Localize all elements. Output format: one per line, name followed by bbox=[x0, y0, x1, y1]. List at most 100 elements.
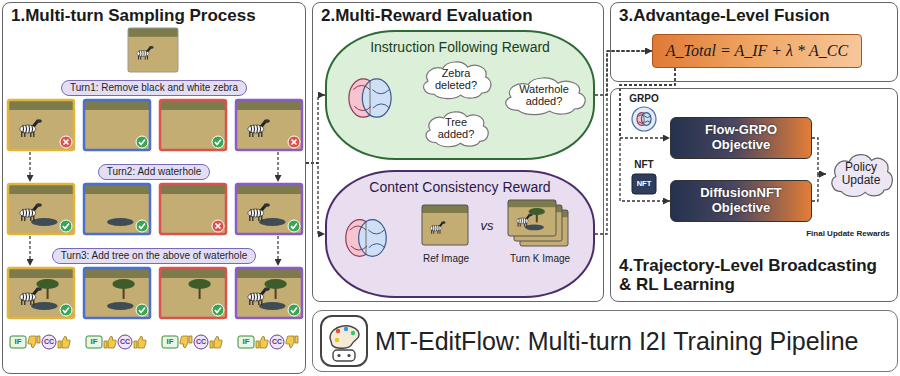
thumb-shape bbox=[210, 336, 222, 348]
objective-box: Flow-GRPO Objective bbox=[670, 117, 812, 159]
check-mark bbox=[139, 224, 145, 229]
check-badge bbox=[288, 304, 300, 316]
zebra bbox=[248, 287, 270, 305]
treeline-band bbox=[236, 184, 302, 194]
brain-lobe bbox=[641, 113, 651, 126]
waterhole bbox=[259, 218, 285, 226]
zebra-body bbox=[248, 125, 264, 133]
zebra bbox=[248, 203, 270, 221]
treeline-band bbox=[236, 100, 302, 110]
check-mark bbox=[291, 308, 297, 313]
image-frame bbox=[160, 268, 226, 318]
zebra-body bbox=[248, 209, 264, 217]
image-frame bbox=[84, 268, 150, 318]
dashed-connector bbox=[306, 95, 325, 163]
brain-split bbox=[366, 221, 367, 256]
zebra-head bbox=[441, 221, 445, 224]
treeline-band bbox=[8, 268, 74, 278]
zebra-stripe bbox=[253, 125, 255, 133]
cross-badge bbox=[60, 136, 72, 148]
treeline-band bbox=[84, 184, 150, 194]
zebra-head bbox=[264, 203, 270, 207]
cc-badge-text: CC bbox=[196, 338, 206, 346]
turn-instruction: Turn1: Remove black and white zebra bbox=[70, 82, 238, 94]
check-badge bbox=[212, 304, 224, 316]
update-cloud: Policy Update bbox=[826, 150, 896, 198]
panel-heading: 2.Multi-Reward Evaluation bbox=[321, 6, 595, 26]
zebra-stripe bbox=[523, 218, 525, 224]
paint-dot bbox=[351, 331, 355, 335]
panel: 1.Multi-turn Sampling ProcessTurn1: Remo… bbox=[2, 2, 306, 374]
check-badge bbox=[136, 220, 148, 232]
zebra-body bbox=[430, 225, 441, 231]
dashed-connector bbox=[620, 68, 675, 138]
objective-name: Flow-GRPO Objective bbox=[679, 123, 803, 153]
zebra-stripe bbox=[256, 125, 258, 133]
image-caption: Turn K Image bbox=[510, 253, 570, 264]
zebra-stripe bbox=[434, 225, 436, 231]
image-frame bbox=[160, 184, 226, 234]
brain-split bbox=[644, 113, 645, 125]
brain-icon bbox=[349, 79, 391, 117]
cloud-shape bbox=[426, 112, 488, 147]
treeline-band bbox=[236, 268, 302, 278]
image-frame bbox=[8, 268, 74, 318]
if-badge bbox=[162, 336, 178, 348]
thumb-shape bbox=[180, 336, 192, 348]
if-badge-text: IF bbox=[90, 338, 97, 347]
zebra-body bbox=[20, 293, 36, 301]
edit-image bbox=[84, 100, 150, 150]
check-mark bbox=[63, 308, 69, 313]
thumb-down bbox=[28, 336, 40, 348]
image-frame bbox=[160, 100, 226, 150]
zebra-head bbox=[36, 119, 42, 123]
zebra-stripe bbox=[518, 218, 520, 224]
savanna-ground bbox=[508, 200, 556, 236]
zebra-stripe bbox=[139, 50, 141, 56]
zebra-stripe bbox=[28, 125, 30, 133]
if-badge-text: IF bbox=[14, 338, 21, 347]
check-mark bbox=[215, 308, 221, 313]
question-cloud: Zebra deleted? bbox=[417, 58, 495, 100]
turn-pill: Turn1: Remove black and white zebra bbox=[61, 80, 247, 96]
check-mark bbox=[291, 224, 297, 229]
badge-disc bbox=[136, 220, 148, 232]
savanna-ground bbox=[84, 100, 150, 150]
brain-lobe bbox=[359, 220, 387, 257]
turn-arrow bbox=[29, 152, 30, 182]
zebra-stripe bbox=[525, 218, 527, 224]
savanna-ground bbox=[160, 184, 226, 234]
check-mark bbox=[139, 308, 145, 313]
thumb-up bbox=[210, 336, 222, 348]
zebra-stripe bbox=[141, 50, 143, 56]
waterhole bbox=[107, 218, 133, 226]
question-text: Zebra deleted? bbox=[429, 67, 483, 91]
objective-box: DiffusionNFT Objective bbox=[670, 180, 812, 222]
logo-frame bbox=[321, 316, 367, 366]
question-cloud: Tree added? bbox=[420, 108, 492, 148]
treeline-band bbox=[84, 268, 150, 278]
title-banner: MT-EditFlow: Multi-turn I2I Training Pip… bbox=[312, 310, 898, 372]
turn-arrow bbox=[277, 236, 278, 266]
cc-badge bbox=[270, 335, 284, 349]
edit-image bbox=[236, 100, 302, 150]
thumb-up bbox=[104, 336, 116, 348]
nft-icon bbox=[632, 174, 656, 194]
question-cloud: Waterhole added? bbox=[498, 74, 590, 116]
cross-badge bbox=[212, 220, 224, 232]
thumb-up bbox=[58, 336, 70, 348]
brain-fold bbox=[368, 230, 385, 248]
panel-heading: 4.Trajectory-Level Broadcasting & RL Lea… bbox=[619, 256, 889, 295]
turn-instruction: Turn3: Add tree on the above of waterhol… bbox=[61, 250, 247, 262]
cc-badge bbox=[194, 335, 208, 349]
zebra-stripe bbox=[22, 125, 24, 133]
thumb-shape bbox=[134, 336, 146, 348]
panel: 3.Advantage-Level FusionA_Total = A_IF +… bbox=[610, 2, 898, 82]
thumb-down bbox=[286, 336, 298, 348]
zebra-stripe bbox=[259, 209, 261, 217]
method-name: GRPO bbox=[629, 93, 658, 104]
image-frame bbox=[84, 100, 150, 150]
update-text: Policy Update bbox=[838, 161, 884, 187]
brain-fold bbox=[638, 115, 644, 123]
zebra-stripe bbox=[520, 218, 522, 224]
